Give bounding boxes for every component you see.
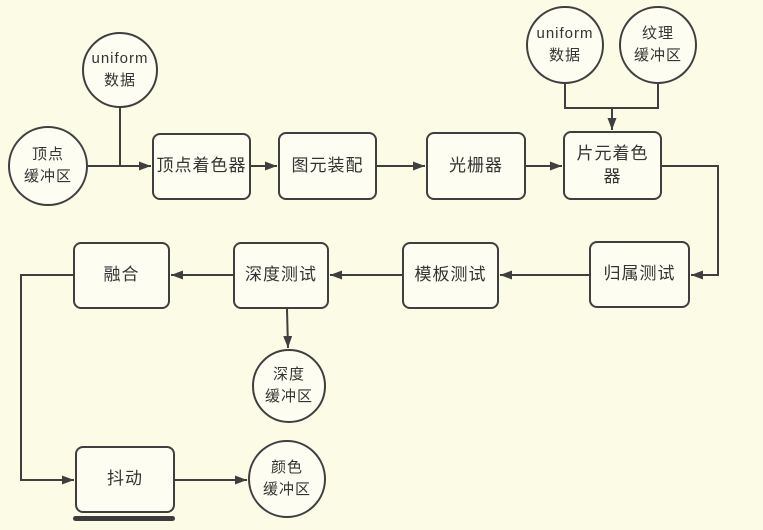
- node-depth-test: 深度测试: [233, 242, 329, 309]
- node-stencil-test: 模板测试: [402, 242, 499, 309]
- node-label-vertex-buffer: 顶点 缓冲区: [23, 145, 72, 186]
- node-vertex-shader: 顶点着色器: [152, 133, 251, 200]
- node-label-primitive-assembly: 图元装配: [291, 155, 364, 175]
- node-label-color-buffer: 颜色 缓冲区: [262, 458, 311, 499]
- node-label-uniform-data-right: uniform 数据: [536, 24, 594, 65]
- node-color-buffer: 颜色 缓冲区: [248, 440, 326, 518]
- node-label-depth-test: 深度测试: [245, 265, 317, 285]
- edge-blend-to-dither: [20, 274, 74, 485]
- node-label-dither: 抖动: [107, 469, 143, 489]
- node-vertex-buffer: 顶点 缓冲区: [8, 126, 88, 206]
- node-dither: 抖动: [75, 446, 175, 513]
- node-rasterizer: 光栅器: [426, 132, 526, 200]
- node-label-stencil-test: 模板测试: [414, 265, 487, 285]
- node-label-blend: 融合: [103, 265, 140, 285]
- node-uniform-data-right: uniform 数据: [526, 6, 604, 84]
- node-fragment-shader: 片元着色 器: [563, 131, 662, 200]
- edge-depth-to-depth-buffer: [283, 308, 293, 349]
- node-texture-buffer: 纹理 缓冲区: [619, 6, 697, 84]
- node-label-uniform-data-left: uniform 数据: [91, 49, 149, 90]
- node-label-ownership-test: 归属测试: [603, 264, 676, 284]
- cropped-shape-bottom-edge: [73, 516, 175, 521]
- node-label-texture-buffer: 纹理 缓冲区: [633, 24, 682, 65]
- node-label-depth-buffer: 深度 缓冲区: [264, 365, 313, 406]
- node-primitive-assembly: 图元装配: [278, 132, 377, 200]
- node-uniform-data-left: uniform 数据: [82, 32, 158, 108]
- edge-fragment-shader-to-ownership: [662, 165, 719, 280]
- node-blend: 融合: [73, 242, 170, 309]
- node-label-vertex-shader: 顶点着色器: [156, 156, 247, 176]
- node-label-fragment-shader: 片元着色 器: [576, 143, 649, 186]
- node-ownership-test: 归属测试: [589, 241, 690, 308]
- node-label-rasterizer: 光栅器: [449, 155, 503, 175]
- node-depth-buffer: 深度 缓冲区: [252, 349, 326, 423]
